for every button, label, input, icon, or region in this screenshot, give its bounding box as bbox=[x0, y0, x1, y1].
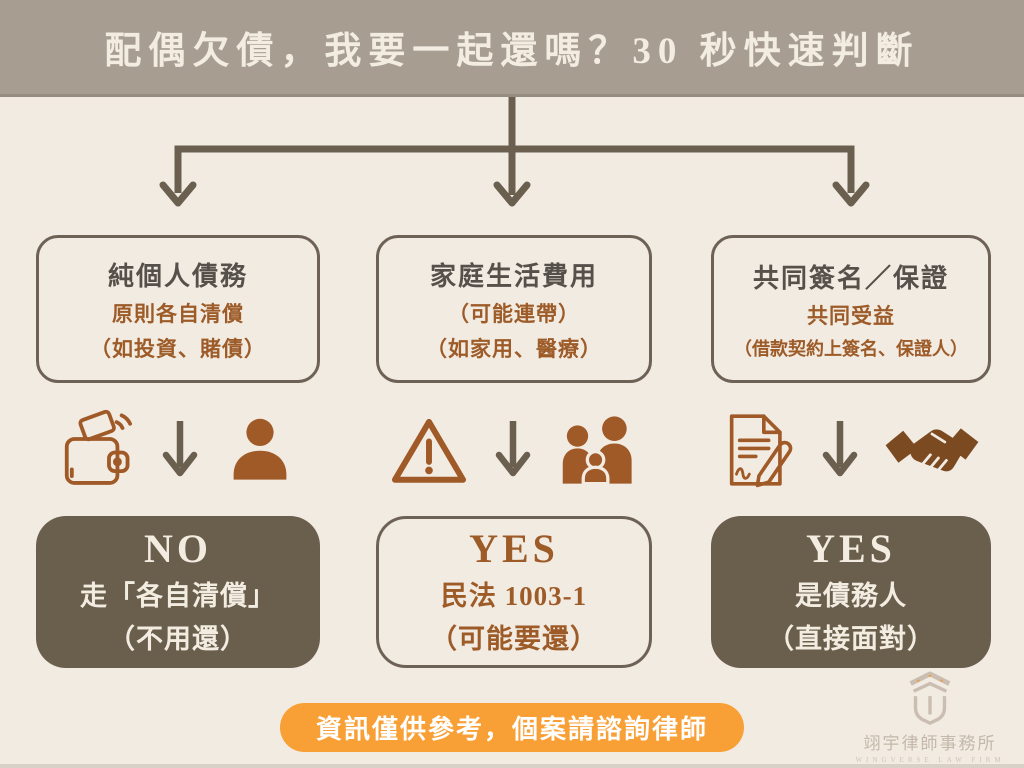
result-box-yes-debtor: YES 是債務人 （直接面對） bbox=[711, 516, 991, 668]
result-line2: 走「各自清償」 bbox=[80, 581, 276, 611]
family-icon bbox=[557, 413, 639, 487]
branch-connector-arrows bbox=[159, 97, 870, 207]
condition-title: 純個人債務 bbox=[107, 261, 248, 291]
condition-line3: （如家用、醫療） bbox=[426, 336, 602, 361]
column-household-expenses: 家庭生活費用 （可能連帶） （如家用、醫療） bbox=[376, 235, 652, 668]
condition-title: 家庭生活費用 bbox=[429, 261, 598, 291]
verdict-text: YES bbox=[469, 526, 559, 571]
bottom-edge-strip bbox=[0, 764, 1024, 768]
down-arrow-icon bbox=[495, 419, 531, 481]
result-box-yes-1003: YES 民法 1003-1 （可能要還） bbox=[376, 516, 652, 668]
wallet-icon bbox=[60, 408, 136, 492]
disclaimer-pill: 資訊僅供參考，個案請諮詢律師 bbox=[279, 703, 745, 752]
icon-row-household bbox=[376, 383, 652, 516]
logo-firm-name: 翊宇律師事務所 bbox=[863, 734, 997, 753]
result-line2: 民法 1003-1 bbox=[440, 581, 588, 611]
condition-line2: （可能連帶） bbox=[448, 301, 580, 326]
person-icon bbox=[224, 414, 296, 486]
condition-line2: 共同受益 bbox=[807, 303, 895, 328]
result-line3: （不用還） bbox=[108, 624, 248, 654]
header-bar: 配偶欠債，我要一起還嗎？30 秒快速判斷 bbox=[0, 0, 1024, 97]
disclaimer-text: 資訊僅供參考，個案請諮詢律師 bbox=[315, 715, 709, 744]
logo-firm-tagline: WINGVERSE LAW FIRM bbox=[855, 756, 1005, 764]
result-box-no: NO 走「各自清償」 （不用還） bbox=[36, 516, 320, 668]
page-title: 配偶欠債，我要一起還嗎？30 秒快速判斷 bbox=[104, 31, 920, 72]
column-personal-debt: 純個人債務 原則各自清償 （如投資、賭債） bbox=[36, 235, 320, 668]
icon-row-personal bbox=[36, 383, 320, 516]
law-firm-logo: 翊宇律師事務所 WINGVERSE LAW FIRM bbox=[850, 671, 1010, 764]
down-arrow-icon bbox=[162, 419, 198, 481]
result-line3: （直接面對） bbox=[767, 624, 935, 654]
shield-emblem-icon bbox=[899, 671, 961, 727]
warning-icon bbox=[389, 414, 469, 486]
condition-line2: 原則各自清償 bbox=[112, 301, 244, 326]
down-arrow-icon bbox=[822, 419, 858, 481]
contract-icon bbox=[722, 410, 796, 490]
condition-line3: （借款契約上簽名、保證人） bbox=[734, 338, 968, 359]
result-line2: 是債務人 bbox=[795, 581, 907, 611]
column-joint-signature: 共同簽名／保證 共同受益 （借款契約上簽名、保證人） bbox=[711, 235, 991, 668]
icon-row-joint bbox=[711, 383, 991, 516]
condition-line3: （如投資、賭債） bbox=[90, 336, 266, 361]
condition-box-joint: 共同簽名／保證 共同受益 （借款契約上簽名、保證人） bbox=[711, 235, 991, 383]
handshake-icon bbox=[884, 421, 980, 479]
condition-box-household: 家庭生活費用 （可能連帶） （如家用、醫療） bbox=[376, 235, 652, 383]
verdict-text: YES bbox=[806, 526, 896, 571]
verdict-text: NO bbox=[144, 526, 212, 571]
result-line3: （可能要還） bbox=[430, 624, 598, 654]
condition-title: 共同簽名／保證 bbox=[752, 263, 949, 293]
condition-box-personal-debt: 純個人債務 原則各自清償 （如投資、賭債） bbox=[36, 235, 320, 383]
